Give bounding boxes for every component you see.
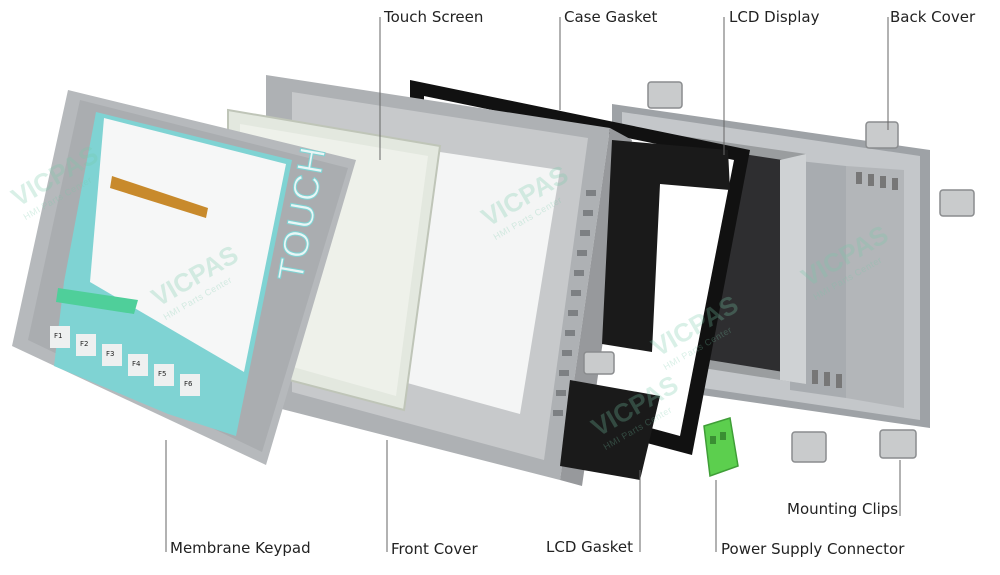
keypad-key-label: F4 xyxy=(132,360,141,368)
callout-back-cover: Back Cover xyxy=(890,8,976,26)
callout-case-gasket: Case Gasket xyxy=(564,8,658,26)
callout-power-supply-connector: Power Supply Connector xyxy=(721,540,905,558)
keypad-key-label: F2 xyxy=(80,340,88,348)
callout-membrane-keypad: Membrane Keypad xyxy=(170,539,311,557)
callout-lcd-gasket: LCD Gasket xyxy=(546,538,634,556)
keypad-key-label: F1 xyxy=(54,332,62,340)
mounting-clips xyxy=(583,81,975,463)
callout-lcd-display: LCD Display xyxy=(729,8,820,26)
power-supply-connector xyxy=(703,417,739,478)
keypad-key-label: F3 xyxy=(106,350,114,358)
keypad-key-label: F6 xyxy=(184,380,193,388)
lcd-gasket xyxy=(560,140,730,480)
callout-mounting-clips: Mounting Clips xyxy=(787,500,899,518)
callout-touch-screen: Touch Screen xyxy=(384,8,484,26)
leader-lines xyxy=(165,17,901,552)
callout-front-cover: Front Cover xyxy=(391,540,478,558)
keypad-key-label: F5 xyxy=(158,370,166,378)
